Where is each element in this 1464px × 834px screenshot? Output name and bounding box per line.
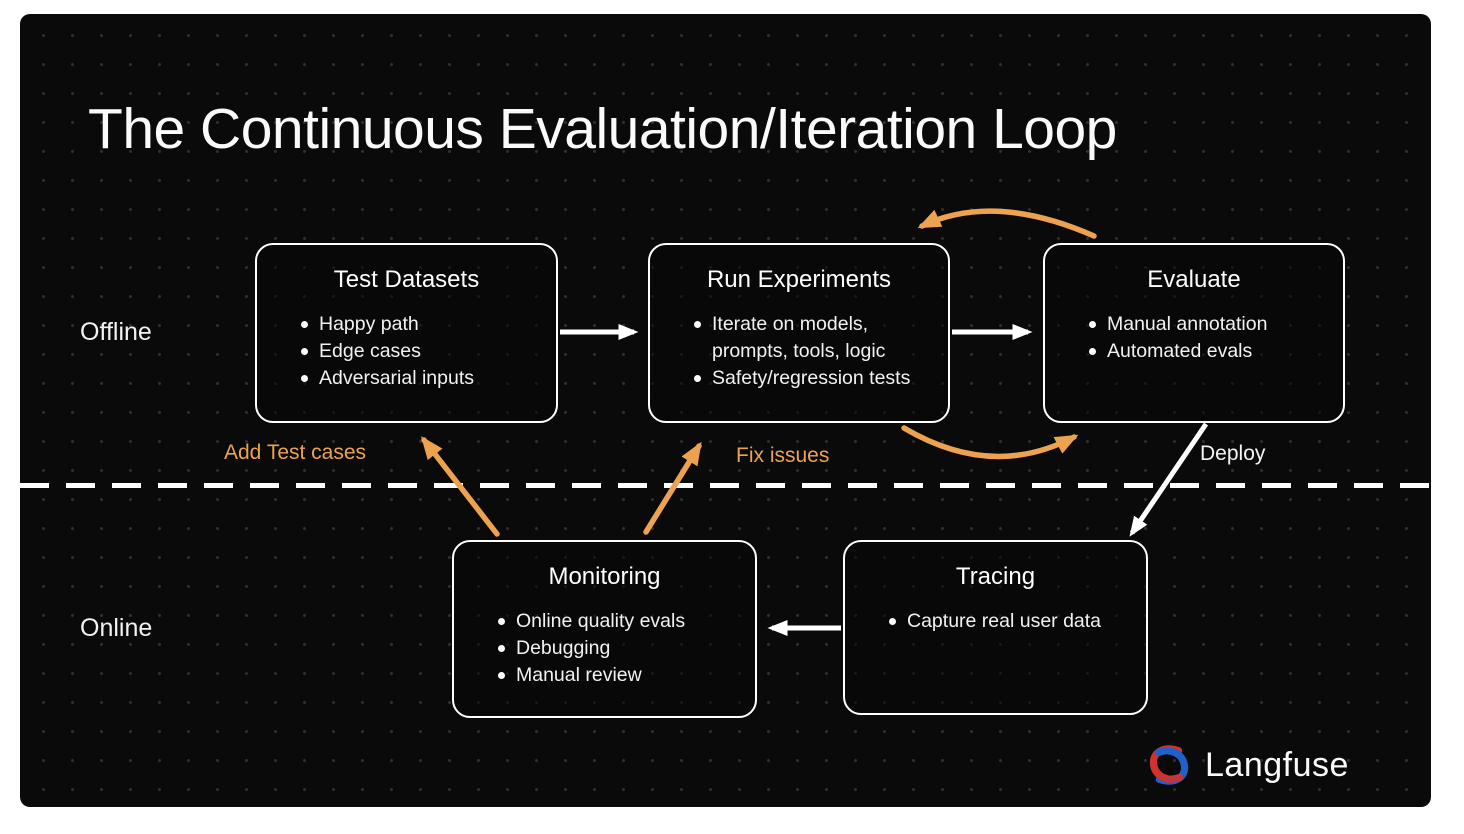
node-monitoring: Monitoring Online quality evals Debuggin… <box>452 540 757 718</box>
bullet-item: Edge cases <box>301 338 536 365</box>
edge-label-deploy: Deploy <box>1200 442 1266 465</box>
bullet-item: Automated evals <box>1089 338 1323 365</box>
section-label-offline: Offline <box>80 318 152 346</box>
node-tracing: Tracing Capture real user data <box>843 540 1148 715</box>
node-evaluate: Evaluate Manual annotation Automated eva… <box>1043 243 1345 423</box>
node-bullets: Manual annotation Automated evals <box>1089 311 1323 365</box>
bullet-item: Debugging <box>498 635 735 662</box>
node-test-datasets: Test Datasets Happy path Edge cases Adve… <box>255 243 558 423</box>
bullet-item: Happy path <box>301 311 536 338</box>
bullet-item: Adversarial inputs <box>301 365 536 392</box>
bullet-item: Safety/regression tests <box>694 365 928 392</box>
node-bullets: Online quality evals Debugging Manual re… <box>498 608 735 689</box>
node-bullets: Capture real user data <box>889 608 1126 635</box>
node-title: Run Experiments <box>706 266 892 293</box>
node-title: Test Datasets <box>333 266 480 293</box>
node-bullets: Happy path Edge cases Adversarial inputs <box>301 311 536 392</box>
slide-title: The Continuous Evaluation/Iteration Loop <box>88 97 1117 161</box>
bullet-item: Iterate on models, prompts, tools, logic <box>694 311 928 365</box>
offline-online-divider <box>20 483 1431 488</box>
bullet-item: Capture real user data <box>889 608 1126 635</box>
node-title: Monitoring <box>548 563 661 590</box>
bullet-item: Manual annotation <box>1089 311 1323 338</box>
bullet-item: Manual review <box>498 662 735 689</box>
node-title: Tracing <box>955 563 1036 590</box>
node-title: Evaluate <box>1147 266 1241 293</box>
node-run-experiments: Run Experiments Iterate on models, promp… <box>648 243 950 423</box>
edge-label-add-test-cases: Add Test cases <box>224 441 367 464</box>
section-label-online: Online <box>80 614 153 642</box>
bullet-item: Online quality evals <box>498 608 735 635</box>
langfuse-logo-text: Langfuse <box>1205 745 1349 784</box>
edge-label-fix-issues: Fix issues <box>736 444 830 467</box>
node-bullets: Iterate on models, prompts, tools, logic… <box>694 311 928 392</box>
langfuse-logo-icon <box>1149 745 1189 785</box>
langfuse-logo: Langfuse <box>1146 742 1349 788</box>
